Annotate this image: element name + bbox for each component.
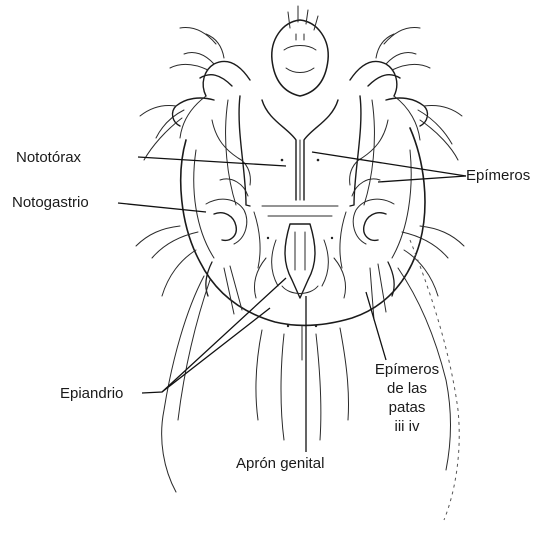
label-epimeros-patas-line3: patas — [366, 400, 448, 415]
leader-epimeros-a — [312, 152, 466, 176]
genital-region — [254, 224, 345, 298]
label-epimeros-patas-line4: iii iv — [366, 419, 448, 434]
label-nototorax: Nototórax — [16, 150, 81, 165]
leader-nototorax — [138, 157, 286, 166]
label-epimeros-patas-line1: Epímeros — [366, 362, 448, 377]
label-apron-genital: Aprón genital — [236, 456, 324, 471]
label-epimeros-patas: Epímeros de las patas iii iv — [366, 362, 448, 434]
label-notogastrio: Notogastrio — [12, 195, 89, 210]
posterior-setae — [256, 326, 349, 440]
label-epiandrio: Epiandrio — [60, 386, 123, 401]
gnathosoma — [272, 6, 328, 96]
mite-body — [181, 128, 425, 325]
leg-posterior-left — [136, 226, 242, 492]
label-epimeros: Epímeros — [466, 168, 530, 183]
posterior-epimera — [206, 199, 394, 268]
leg-anterior-right — [350, 28, 462, 160]
leader-notogastrio — [118, 203, 206, 212]
leader-epimeros-b — [378, 176, 466, 182]
leg-anterior-left — [140, 28, 250, 160]
label-epimeros-patas-line2: de las — [366, 381, 448, 396]
sternal-apodeme — [226, 96, 375, 206]
leader-epiandrio-a — [142, 278, 286, 393]
leader-epiandrio-b — [162, 308, 270, 392]
